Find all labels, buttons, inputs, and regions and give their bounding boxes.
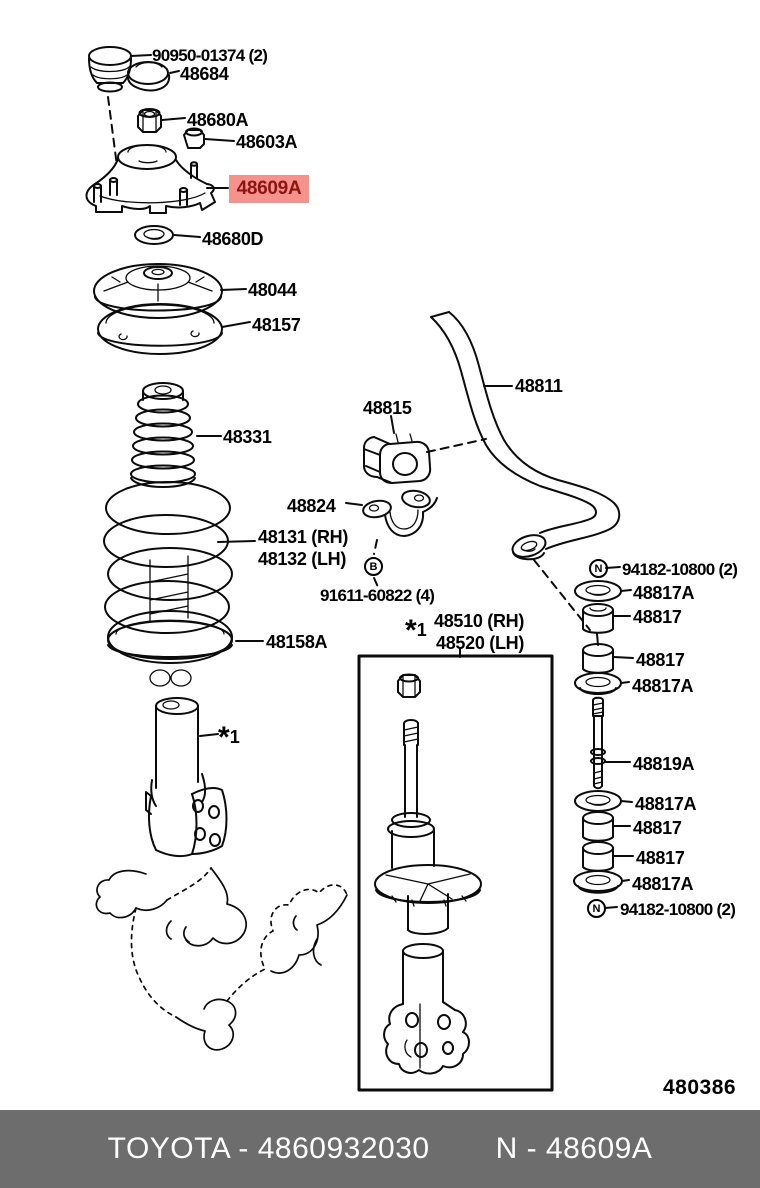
strut-tube-drawing xyxy=(145,697,228,858)
part-label-48684: 48684 xyxy=(180,64,229,84)
part-label-48331: 48331 xyxy=(223,427,272,447)
stud-nut-drawing xyxy=(183,127,235,149)
asterisk-marker: * xyxy=(218,721,230,754)
part-label-48817-3: 48817 xyxy=(633,818,682,838)
part-label-48817-4: 48817 xyxy=(636,848,685,868)
footer-part-number: TOYOTA - 4860932030 xyxy=(107,1132,430,1165)
part-label-48609a-highlighted: 48609A xyxy=(229,175,309,203)
part-label-48131-rh: 48131 (RH) xyxy=(258,527,349,547)
upper-insulator-drawing xyxy=(97,303,251,355)
suspension-support-drawing xyxy=(85,144,229,214)
stabilizer-bushing-drawing xyxy=(363,415,487,484)
part-label-48817-2: 48817 xyxy=(636,650,685,670)
dust-cap-drawing xyxy=(127,61,180,92)
footer-bar: TOYOTA - 4860932030 N - 48609A xyxy=(0,1110,760,1188)
support-washer-drawing xyxy=(134,225,201,245)
ref-marker-box: *1 xyxy=(405,614,427,647)
part-label-48132-lh: 48132 (LH) xyxy=(258,549,347,569)
stabilizer-bracket-drawing xyxy=(345,489,438,588)
circled-n-marker-top: N xyxy=(589,559,608,578)
part-label-48817a-1: 48817A xyxy=(633,583,695,603)
part-label-48680d: 48680D xyxy=(202,229,264,249)
support-nut-drawing xyxy=(137,108,186,133)
part-label-48510-rh: 48510 (RH) xyxy=(434,611,525,631)
stabilizer-bar-drawing xyxy=(430,311,621,561)
part-label-90950-01374: 90950-01374 (2) xyxy=(152,46,268,65)
part-label-48680a: 48680A xyxy=(187,110,249,130)
part-label-48817a-2: 48817A xyxy=(632,676,694,696)
part-label-94182-bottom: 94182-10800 (2) xyxy=(620,900,736,919)
circled-n-marker-bottom: N xyxy=(587,899,606,918)
diagram-line-art xyxy=(85,46,634,1092)
circled-b-marker: B xyxy=(364,557,383,576)
steering-knuckle-sketch xyxy=(95,867,348,1051)
part-label-48044: 48044 xyxy=(248,280,297,300)
part-label-48811: 48811 xyxy=(515,376,563,396)
part-label-91611-60822: 91611-60822 (4) xyxy=(320,586,435,605)
part-label-48817-1: 48817 xyxy=(633,607,682,627)
spring-seat-drawing xyxy=(93,263,247,319)
spring-bumper-drawing xyxy=(130,382,222,488)
part-label-48520-lh: 48520 (LH) xyxy=(436,633,525,653)
part-label-48158a: 48158A xyxy=(266,632,328,652)
part-label-48817a-3: 48817A xyxy=(635,794,697,814)
asterisk-marker: * xyxy=(405,614,417,647)
diagram-code: 480386 xyxy=(663,1076,737,1099)
stabilizer-link-stack-drawing xyxy=(533,559,634,909)
part-label-48815: 48815 xyxy=(363,398,412,418)
footer-reference: N - 48609A xyxy=(495,1132,653,1165)
boxed-strut-assembly-drawing xyxy=(374,673,482,1075)
part-label-48824: 48824 xyxy=(287,496,336,516)
ref-marker-strut-tube: *1 xyxy=(218,721,240,754)
cap-plug-drawing xyxy=(88,46,152,167)
part-label-48819a: 48819A xyxy=(633,754,695,774)
part-label-48157: 48157 xyxy=(252,315,301,335)
coil-spring-drawing xyxy=(103,481,256,664)
part-label-48817a-4: 48817A xyxy=(632,874,694,894)
lower-insulator-drawing xyxy=(107,619,264,687)
strut-box-frame xyxy=(357,647,554,1092)
part-label-94182-top: 94182-10800 (2) xyxy=(622,560,738,579)
part-label-48603a: 48603A xyxy=(236,132,298,152)
